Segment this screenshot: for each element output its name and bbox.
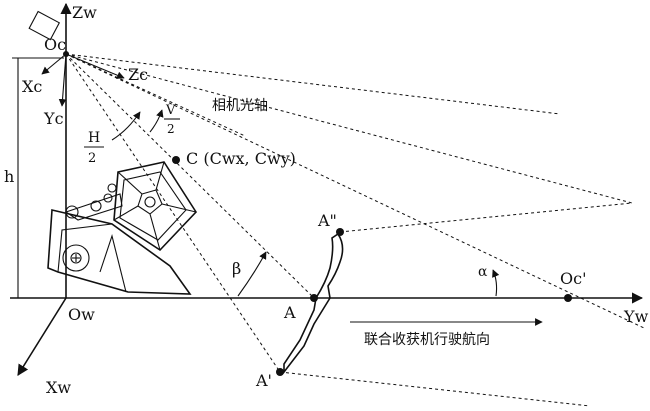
label-camera-axis: 相机光轴 [212, 98, 268, 114]
label-point-c: C (Cwx, Cwy) [186, 149, 296, 168]
label-point-a-double: A" [317, 211, 337, 230]
label-beta: β [232, 259, 241, 278]
point-a-double-dot [336, 228, 344, 236]
half-h-angle-arc [111, 111, 141, 141]
label-half-v-denominator: 2 [167, 122, 175, 136]
crop-stalk-outline [283, 232, 344, 375]
x-world-axis [17, 297, 67, 376]
label-h: h [4, 167, 14, 186]
label-y-camera: Yc [43, 109, 64, 128]
ray-to-point-a-prime [65, 53, 281, 373]
y-camera-axis [58, 53, 67, 107]
label-camera-origin: Oc [44, 35, 66, 54]
label-point-a: A [283, 303, 296, 322]
x-camera-axis [41, 53, 67, 75]
label-x-world: Xw [46, 378, 71, 397]
fov-ray-a-prime [279, 371, 591, 407]
label-alpha: α [478, 264, 488, 280]
camera-body [28, 10, 61, 41]
z-camera-axis [65, 53, 125, 79]
optical-axis-ray [65, 53, 645, 329]
label-half-h-denominator: 2 [88, 151, 96, 166]
label-direction: 联合收获机行驶航向 [364, 332, 490, 348]
harvester-header-illustration [47, 161, 198, 295]
point-c-dot [172, 156, 180, 164]
label-z-camera: Zc [128, 65, 148, 84]
label-x-camera: Xc [22, 77, 42, 96]
ray-to-point-a [65, 53, 315, 299]
half-v-angle-arc [149, 109, 164, 133]
fov-ray-a-double [65, 53, 633, 204]
beta-angle-arc [237, 251, 267, 297]
label-half-v-numerator: V [165, 103, 176, 118]
label-z-world: Zw [72, 3, 97, 22]
label-half-h-numerator: H [88, 130, 100, 146]
point-a-prime-dot [276, 368, 284, 376]
point-oc-prime-dot [564, 294, 572, 302]
label-point-a-prime: A' [255, 371, 272, 390]
point-oc-dot [63, 51, 69, 57]
ray-lower-aux [65, 53, 246, 137]
alpha-angle-arc [492, 269, 500, 297]
ray-a-double-horizontal [339, 202, 633, 233]
label-origin-world: Ow [68, 305, 95, 324]
label-y-world: Yw [623, 307, 649, 326]
point-a-dot [310, 294, 318, 302]
fov-ray-upper [65, 53, 561, 115]
label-point-oc-prime: Oc' [560, 269, 586, 288]
